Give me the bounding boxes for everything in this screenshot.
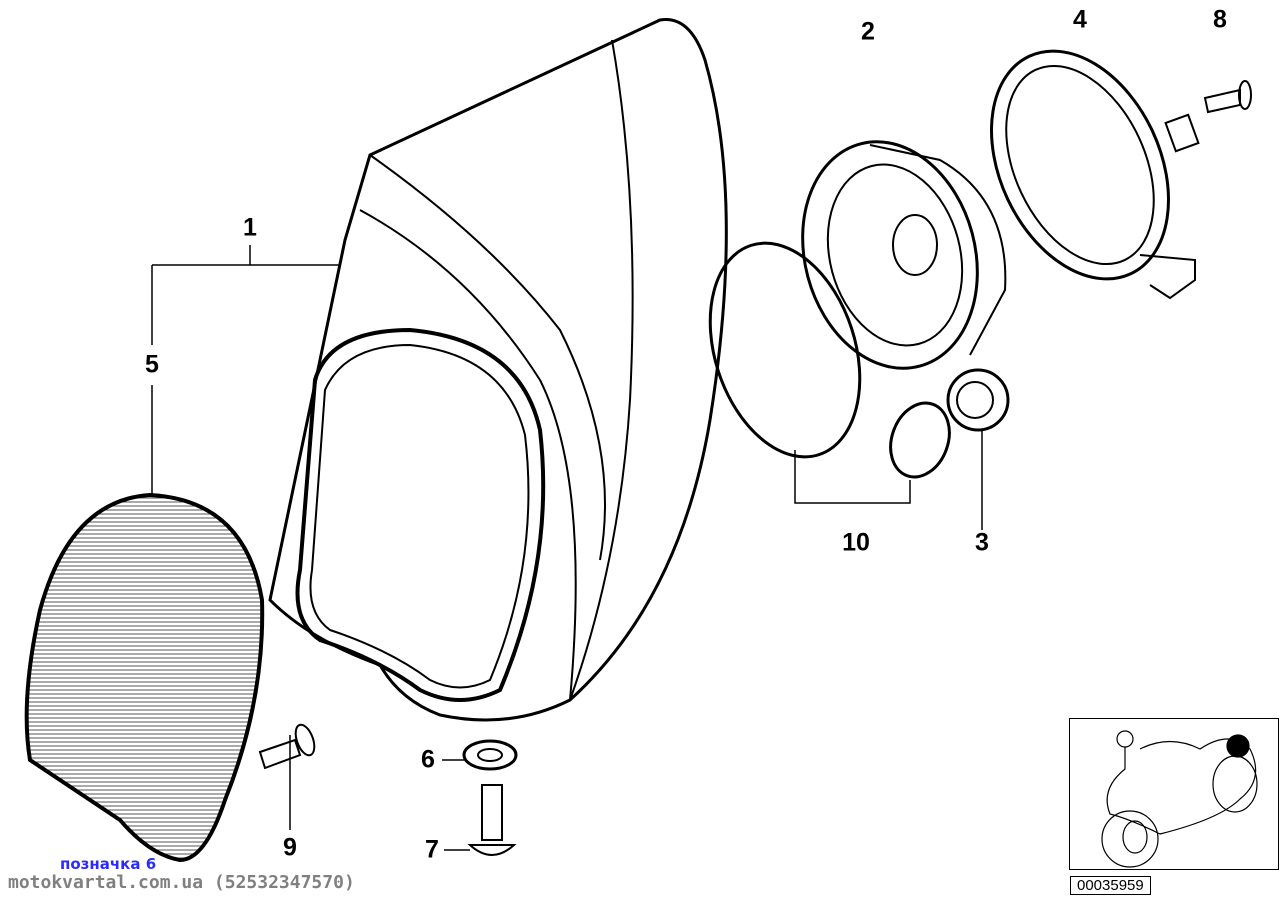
callout-10: 10: [842, 528, 870, 557]
screw-7: [467, 784, 517, 856]
diagram-number: 00035959: [1070, 876, 1151, 895]
callout-3: 3: [975, 528, 989, 557]
speaker-housing: [268, 18, 728, 722]
callout-2: 2: [861, 17, 875, 46]
callout-1: 1: [243, 213, 257, 242]
callout-6: 6: [421, 745, 435, 774]
gasket-ring: [708, 241, 862, 459]
motorcycle-icon: [1101, 730, 1258, 868]
site-watermark: motokvartal.com.ua (52532347570): [8, 872, 355, 893]
mounting-ring: [990, 49, 1200, 300]
callout-5: 5: [145, 350, 159, 379]
tag-label: позначка 6: [60, 855, 157, 873]
leader-lines-2: [442, 759, 470, 851]
washer-6: [462, 739, 518, 771]
motorcycle-thumbnail: [1069, 718, 1279, 870]
callout-7: 7: [425, 835, 439, 864]
callout-4: 4: [1073, 5, 1087, 34]
tweeter: [946, 368, 1010, 432]
tweeter-inner: [956, 381, 994, 419]
callout-8: 8: [1213, 5, 1227, 34]
callout-9: 9: [283, 833, 297, 862]
leader-lines: [151, 245, 983, 830]
screw-9: [258, 723, 316, 770]
speaker: [801, 140, 1007, 370]
screw-8: [1203, 80, 1252, 114]
speaker-grille: [24, 492, 265, 863]
cover-disc: [889, 401, 951, 479]
